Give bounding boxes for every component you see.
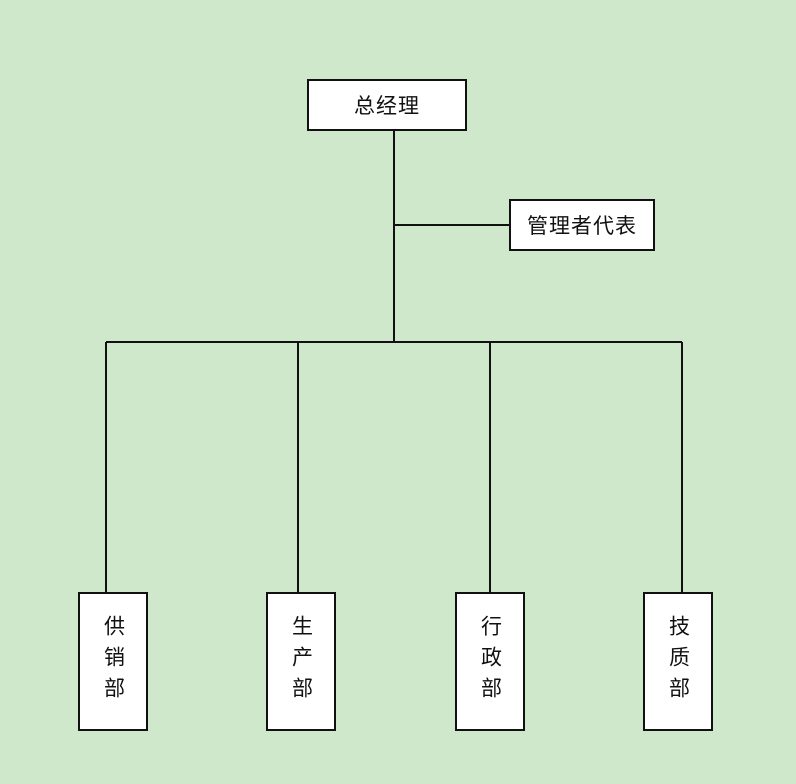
department-label-3: 行政部 [478, 615, 503, 708]
department-label-4: 技质部 [666, 615, 691, 708]
department-label-1: 供销部 [101, 615, 126, 708]
department-node-1: 供销部 [78, 592, 148, 731]
aside-label: 管理者代表 [527, 214, 637, 238]
department-node-3: 行政部 [455, 592, 525, 731]
department-label-2: 生产部 [289, 615, 314, 708]
aside-node: 管理者代表 [509, 199, 655, 251]
root-node: 总经理 [307, 79, 467, 131]
department-node-4: 技质部 [643, 592, 713, 731]
department-node-2: 生产部 [266, 592, 336, 731]
root-label: 总经理 [354, 94, 420, 118]
